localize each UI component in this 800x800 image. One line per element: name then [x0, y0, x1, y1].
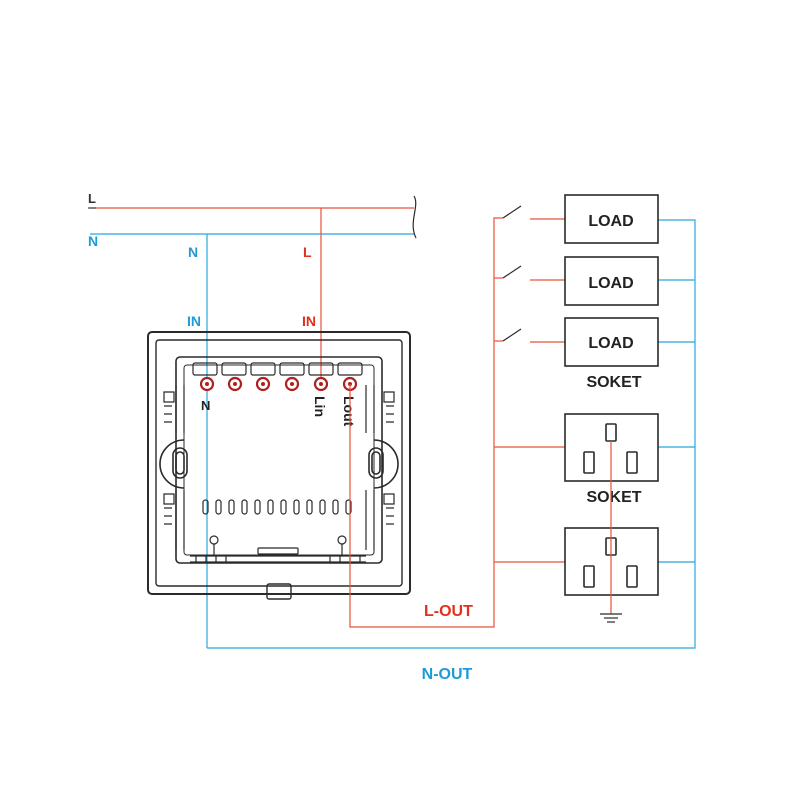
switch-outer-frame: [147, 331, 411, 595]
n-out-label: N-OUT: [422, 666, 473, 683]
terminal-housings: [192, 362, 363, 376]
load-3-box: [564, 317, 659, 367]
socket-2-right-pin: [626, 565, 638, 588]
live-drop-label: L: [303, 244, 312, 260]
load-1-box: [564, 194, 659, 244]
socket-1-left-pin: [583, 451, 595, 474]
socket-1-right-pin: [626, 451, 638, 474]
live-in-label: IN: [302, 313, 316, 329]
vent-slots: [202, 499, 352, 515]
socket-1-earth-pin: [605, 423, 617, 442]
load-3: LOAD: [564, 317, 659, 367]
switch-module-inner: [183, 364, 375, 556]
load-1: LOAD: [564, 194, 659, 244]
live-main-label: L: [88, 191, 96, 206]
socket-2-label: SOKET: [586, 489, 641, 506]
neutral-branches: [658, 279, 695, 563]
switch-latch: [266, 583, 292, 600]
mounting-holes: [159, 439, 399, 489]
neutral-drop-label: N: [188, 244, 198, 260]
socket-1-label: SOKET: [586, 374, 641, 391]
relay-contacts: [502, 205, 522, 342]
neutral-in-label: IN: [187, 313, 201, 329]
right-clips: [365, 385, 395, 550]
terminal-lout-label: Lout: [341, 396, 357, 427]
relay-contact-1: [502, 205, 522, 219]
cable-break-mark: [412, 195, 417, 239]
load-2-label: LOAD: [588, 275, 633, 292]
load-3-label: LOAD: [588, 335, 633, 352]
ground-icon: [600, 613, 622, 623]
live-branches: [494, 218, 565, 563]
supply-lines: [88, 195, 417, 239]
load-2: LOAD: [564, 256, 659, 306]
l-out-label: L-OUT: [424, 603, 473, 620]
relay-contact-2: [502, 265, 522, 279]
switch-inner-frame: [155, 339, 403, 587]
bottom-screws: [209, 535, 347, 556]
switch-box: [147, 331, 411, 600]
n-out-wire: [207, 219, 696, 649]
load-1-label: LOAD: [588, 213, 633, 230]
terminal-lin-label: Lin: [312, 396, 328, 417]
relay-contact-3: [502, 328, 522, 342]
left-clips: [163, 385, 185, 550]
terminal-screws: [199, 376, 358, 392]
socket-2-left-pin: [583, 565, 595, 588]
terminal-n-label: N: [201, 398, 210, 413]
load-2-box: [564, 256, 659, 306]
neutral-main-label: N: [88, 233, 98, 249]
l-out-wire: [349, 217, 503, 628]
